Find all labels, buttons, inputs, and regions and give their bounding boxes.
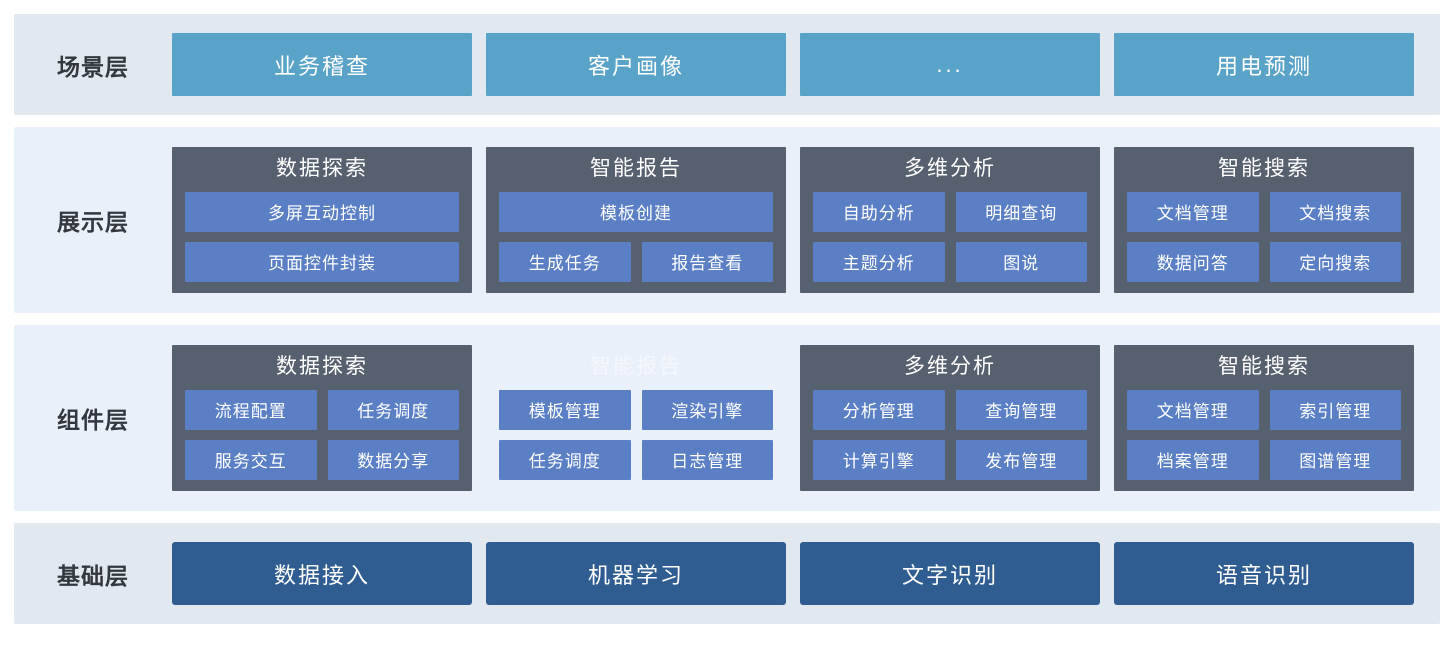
chip[interactable]: 模板管理 — [499, 389, 631, 430]
layer-label-foundation: 基础层 — [57, 562, 129, 589]
panel-component-data-exploration: 数据探索 流程配置 任务调度 服务交互 数据分享 — [172, 345, 472, 491]
chip[interactable]: 页面控件封装 — [185, 241, 459, 282]
chip[interactable]: 流程配置 — [185, 389, 317, 430]
panel-line: 生成任务 报告查看 — [499, 241, 773, 282]
panel-grid: 文档管理 索引管理 档案管理 图谱管理 — [1127, 389, 1401, 480]
panel-line: 模板创建 — [499, 191, 773, 232]
panel-component-multidim-analysis: 多维分析 分析管理 查询管理 计算引擎 发布管理 — [800, 345, 1100, 491]
chip[interactable]: 日志管理 — [641, 439, 773, 480]
layer-label-component: 组件层 — [57, 407, 129, 433]
panel-title: 智能搜索 — [1218, 355, 1310, 379]
layer-row-scenario: 场景层 业务稽查 客户画像 ... 用电预测 — [14, 14, 1440, 115]
chip[interactable]: 明细查询 — [955, 191, 1087, 232]
chip[interactable]: 定向搜索 — [1269, 241, 1401, 282]
panel-line: 模板管理 渲染引擎 — [499, 389, 773, 430]
layer-row-component: 组件层 数据探索 流程配置 任务调度 服务交互 数据分享 智能报告 — [14, 325, 1440, 511]
panel-title: 智能搜索 — [1218, 157, 1310, 181]
panel-grid: 分析管理 查询管理 计算引擎 发布管理 — [813, 389, 1087, 480]
layer-body-scenario: 业务稽查 客户画像 ... 用电预测 — [172, 33, 1440, 96]
panel-title: 多维分析 — [904, 157, 996, 181]
layer-label-presentation: 展示层 — [57, 209, 129, 235]
panel-presentation-data-exploration: 数据探索 多屏互动控制 页面控件封装 — [172, 147, 472, 293]
panel-title: 数据探索 — [276, 157, 368, 181]
layer-row-presentation: 展示层 数据探索 多屏互动控制 页面控件封装 智能报告 模板创建 — [14, 127, 1440, 313]
chip[interactable]: 自助分析 — [813, 191, 945, 232]
foundation-card-2[interactable]: 机器学习 — [486, 542, 786, 605]
chip[interactable]: 文档搜索 — [1269, 191, 1401, 232]
chip[interactable]: 分析管理 — [813, 389, 945, 430]
panel-line: 自助分析 明细查询 — [813, 191, 1087, 232]
scenario-card-4[interactable]: 用电预测 — [1114, 33, 1414, 96]
panel-grid: 自助分析 明细查询 主题分析 图说 — [813, 191, 1087, 282]
panel-title: 智能报告 — [590, 157, 682, 181]
panel-presentation-multidim-analysis: 多维分析 自助分析 明细查询 主题分析 图说 — [800, 147, 1100, 293]
chip[interactable]: 图谱管理 — [1269, 439, 1401, 480]
foundation-card-1[interactable]: 数据接入 — [172, 542, 472, 605]
panel-grid: 多屏互动控制 页面控件封装 — [185, 191, 459, 282]
foundation-card-3[interactable]: 文字识别 — [800, 542, 1100, 605]
panel-grid: 模板创建 生成任务 报告查看 — [499, 191, 773, 282]
scenario-card-1[interactable]: 业务稽查 — [172, 33, 472, 96]
chip[interactable]: 发布管理 — [955, 439, 1087, 480]
scenario-card-2[interactable]: 客户画像 — [486, 33, 786, 96]
panel-line: 流程配置 任务调度 — [185, 389, 459, 430]
panel-line: 文档管理 文档搜索 — [1127, 191, 1401, 232]
panel-line: 文档管理 索引管理 — [1127, 389, 1401, 430]
chip[interactable]: 查询管理 — [955, 389, 1087, 430]
layer-body-foundation: 数据接入 机器学习 文字识别 语音识别 — [172, 542, 1440, 605]
chip[interactable]: 计算引擎 — [813, 439, 945, 480]
chip[interactable]: 主题分析 — [813, 241, 945, 282]
chip[interactable]: 文档管理 — [1127, 191, 1259, 232]
panel-grid: 流程配置 任务调度 服务交互 数据分享 — [185, 389, 459, 480]
chip[interactable]: 报告查看 — [641, 241, 773, 282]
scenario-card-more[interactable]: ... — [800, 33, 1100, 96]
chip[interactable]: 模板创建 — [499, 191, 773, 232]
layer-row-foundation: 基础层 数据接入 机器学习 文字识别 语音识别 — [14, 523, 1440, 624]
chip[interactable]: 数据问答 — [1127, 241, 1259, 282]
panel-line: 页面控件封装 — [185, 241, 459, 282]
chip[interactable]: 多屏互动控制 — [185, 191, 459, 232]
panel-line: 分析管理 查询管理 — [813, 389, 1087, 430]
panel-title: 数据探索 — [276, 355, 368, 379]
chip[interactable]: 生成任务 — [499, 241, 631, 282]
panel-grid: 文档管理 文档搜索 数据问答 定向搜索 — [1127, 191, 1401, 282]
panel-line: 主题分析 图说 — [813, 241, 1087, 282]
layer-body-component: 数据探索 流程配置 任务调度 服务交互 数据分享 智能报告 模板管理 — [172, 345, 1440, 491]
panel-presentation-smart-report: 智能报告 模板创建 生成任务 报告查看 — [486, 147, 786, 293]
panel-line: 档案管理 图谱管理 — [1127, 439, 1401, 480]
panel-component-smart-search: 智能搜索 文档管理 索引管理 档案管理 图谱管理 — [1114, 345, 1414, 491]
panel-component-smart-report: 智能报告 模板管理 渲染引擎 任务调度 日志管理 — [486, 345, 786, 490]
panel-title: 智能报告 — [590, 355, 682, 379]
chip[interactable]: 任务调度 — [327, 389, 459, 430]
chip[interactable]: 索引管理 — [1269, 389, 1401, 430]
panel-title: 多维分析 — [904, 355, 996, 379]
panel-grid: 模板管理 渲染引擎 任务调度 日志管理 — [499, 389, 773, 480]
layer-body-presentation: 数据探索 多屏互动控制 页面控件封装 智能报告 模板创建 — [172, 147, 1440, 293]
layer-label-scenario: 场景层 — [57, 53, 129, 80]
panel-line: 多屏互动控制 — [185, 191, 459, 232]
foundation-card-4[interactable]: 语音识别 — [1114, 542, 1414, 605]
panel-presentation-smart-search: 智能搜索 文档管理 文档搜索 数据问答 定向搜索 — [1114, 147, 1414, 293]
panel-line: 服务交互 数据分享 — [185, 439, 459, 480]
chip[interactable]: 任务调度 — [499, 439, 631, 480]
chip[interactable]: 数据分享 — [327, 439, 459, 480]
chip[interactable]: 图说 — [955, 241, 1087, 282]
chip[interactable]: 服务交互 — [185, 439, 317, 480]
panel-line: 数据问答 定向搜索 — [1127, 241, 1401, 282]
panel-line: 计算引擎 发布管理 — [813, 439, 1087, 480]
chip[interactable]: 文档管理 — [1127, 389, 1259, 430]
panel-line: 任务调度 日志管理 — [499, 439, 773, 480]
chip[interactable]: 渲染引擎 — [641, 389, 773, 430]
chip[interactable]: 档案管理 — [1127, 439, 1259, 480]
